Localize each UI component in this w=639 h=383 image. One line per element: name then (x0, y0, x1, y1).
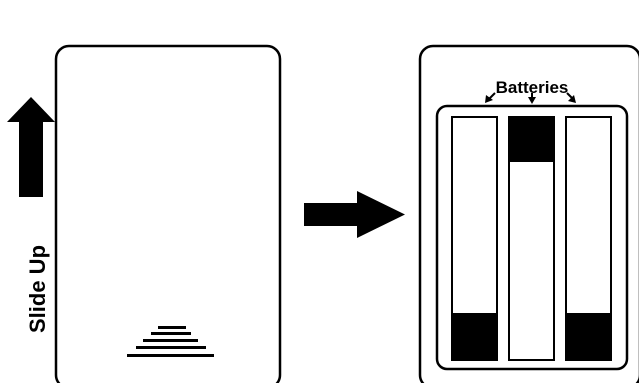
battery-2 (508, 116, 555, 361)
slide-up-label: Slide Up (25, 245, 50, 333)
battery-3 (565, 116, 612, 361)
slide-up-arrow-icon (7, 97, 55, 197)
battery-1 (451, 116, 498, 361)
right-arrow-icon (304, 191, 405, 238)
battery-pointer-arrows-icon (485, 92, 576, 104)
grip-ridges (127, 326, 214, 357)
batteries-label: Batteries (496, 78, 569, 97)
battery-cover-closed (54, 44, 282, 383)
battery-2-terminal (509, 117, 554, 162)
battery-3-terminal (566, 313, 611, 360)
battery-1-terminal (452, 313, 497, 360)
